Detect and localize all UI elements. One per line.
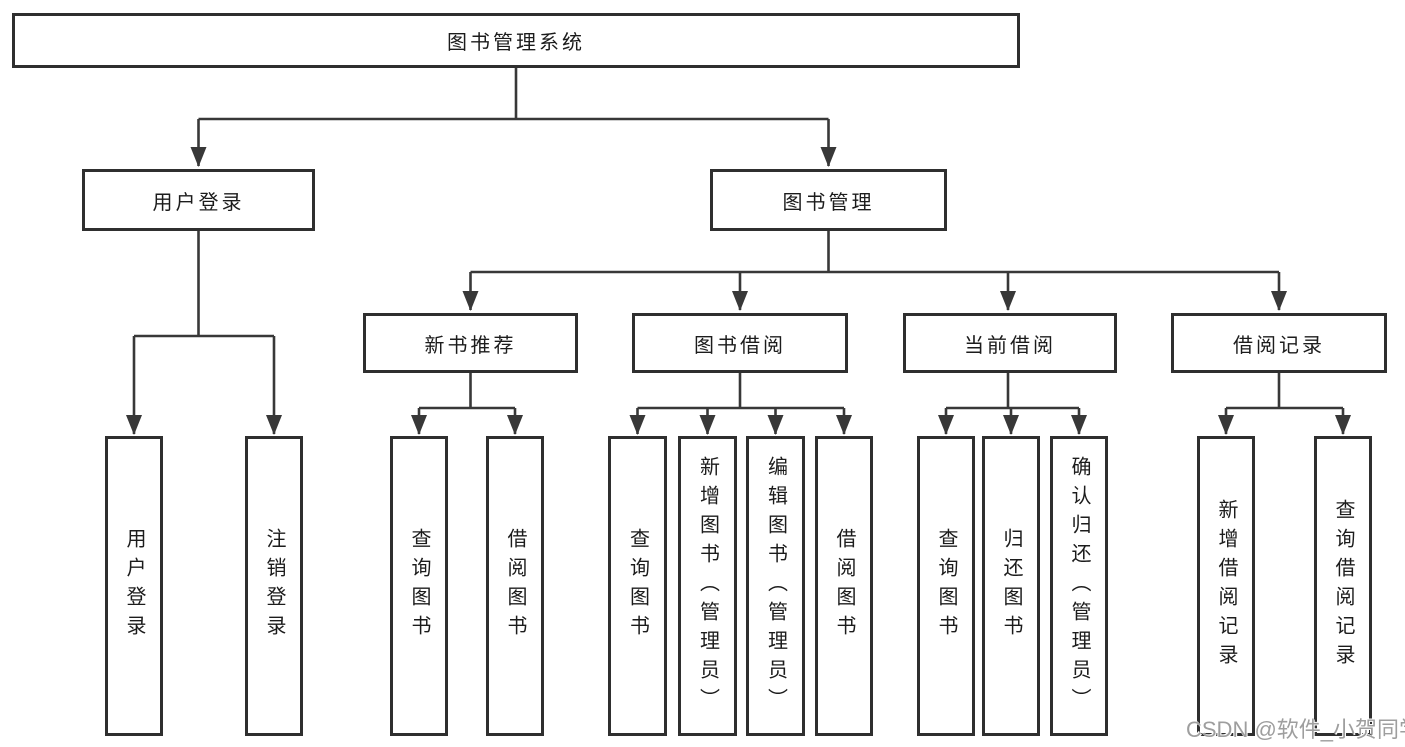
leaf-query-books-current: 查询图书 bbox=[917, 436, 975, 736]
node-book-management: 图书管理 bbox=[710, 169, 947, 231]
leaf-borrow-books: 借阅图书 bbox=[815, 436, 873, 736]
node-current-borrow: 当前借阅 bbox=[903, 313, 1117, 373]
leaf-borrow-books-recommend: 借阅图书 bbox=[486, 436, 544, 736]
node-borrow-record: 借阅记录 bbox=[1171, 313, 1387, 373]
leaf-logout-login: 注销登录 bbox=[245, 436, 303, 736]
node-new-book-recommend: 新书推荐 bbox=[363, 313, 578, 373]
leaf-add-borrow-record: 新增借阅记录 bbox=[1197, 436, 1255, 736]
node-root: 图书管理系统 bbox=[12, 13, 1020, 68]
leaf-add-books-admin: 新增图书（管理员） bbox=[678, 436, 737, 736]
leaf-query-books-borrow: 查询图书 bbox=[608, 436, 667, 736]
node-user-login: 用户登录 bbox=[82, 169, 315, 231]
node-book-borrow: 图书借阅 bbox=[632, 313, 848, 373]
leaf-query-books-recommend: 查询图书 bbox=[390, 436, 448, 736]
leaf-query-borrow-record: 查询借阅记录 bbox=[1314, 436, 1372, 736]
watermark: CSDN @软件_小贺同学 bbox=[1186, 717, 1405, 742]
leaf-user-login: 用户登录 bbox=[105, 436, 163, 736]
leaf-confirm-return-admin: 确认归还（管理员） bbox=[1050, 436, 1108, 736]
leaf-return-books: 归还图书 bbox=[982, 436, 1040, 736]
leaf-edit-books-admin: 编辑图书（管理员） bbox=[746, 436, 805, 736]
